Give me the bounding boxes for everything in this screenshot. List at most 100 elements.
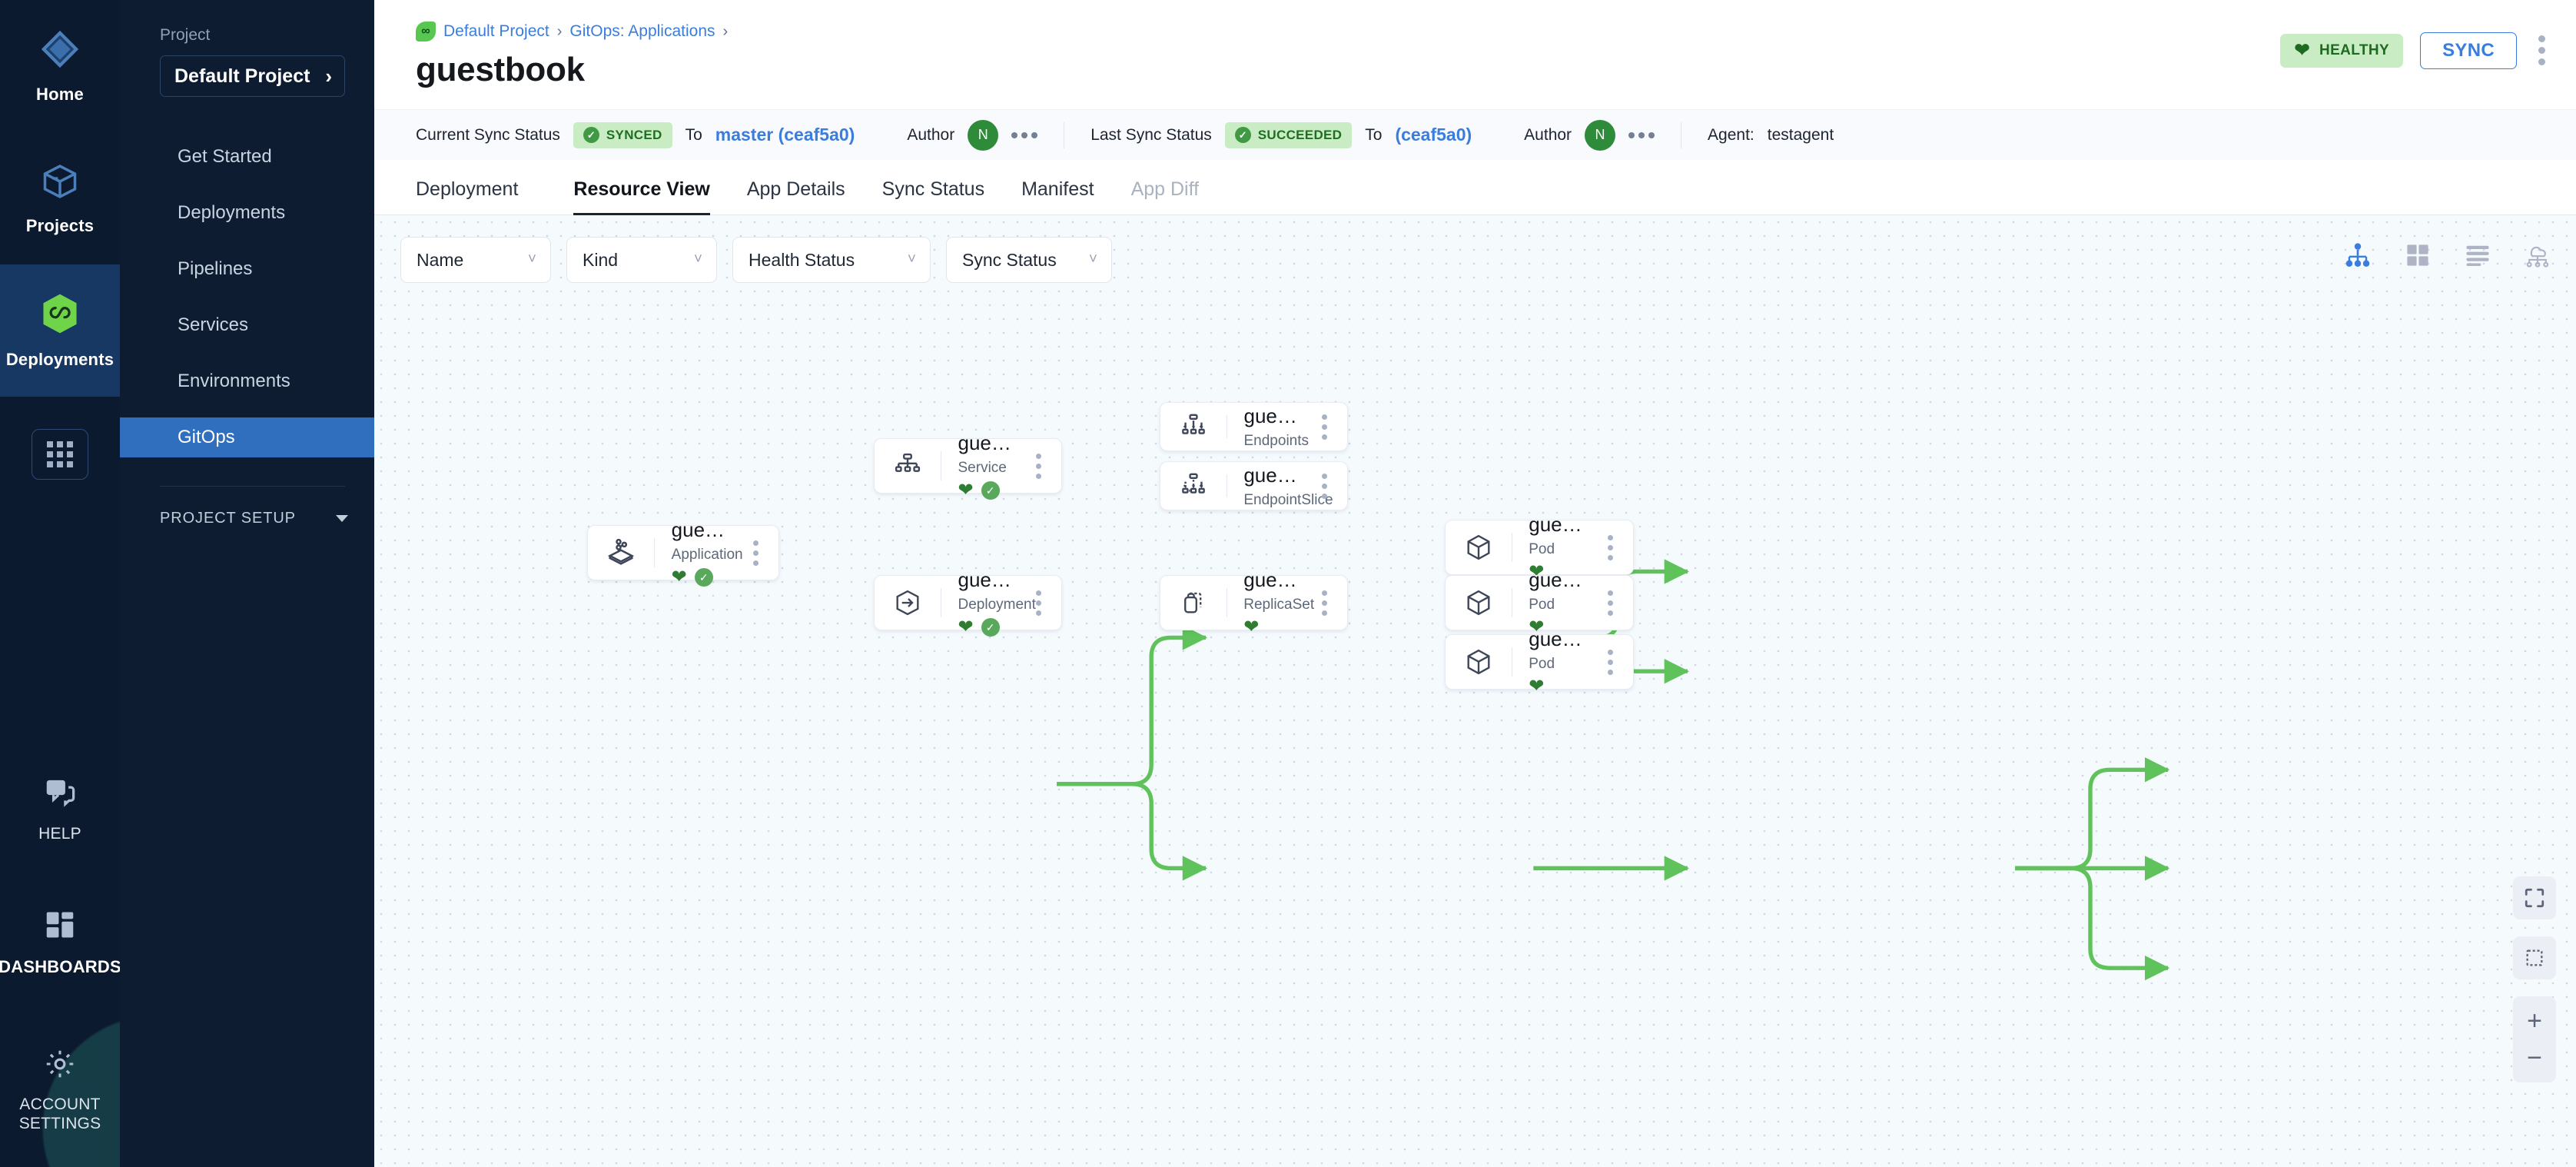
node-status-icons: ❤ (1529, 677, 1587, 697)
filter-sync-status[interactable]: Sync Status ˅ (946, 237, 1112, 283)
rail-item-deployments[interactable]: Deployments (0, 264, 120, 397)
heart-icon: ❤ (958, 618, 974, 637)
heart-icon: ❤ (1529, 677, 1544, 696)
graph-node-application[interactable]: guestbook Application ❤ ✓ (587, 525, 779, 580)
rail-label: Deployments (6, 350, 114, 370)
replicaset-icon (1160, 588, 1227, 617)
sidebar-item-get-started[interactable]: Get Started (120, 137, 374, 177)
sync-button[interactable]: SYNC (2420, 32, 2517, 69)
tab-manifest[interactable]: Manifest (1003, 178, 1112, 214)
filter-label: Sync Status (962, 250, 1057, 271)
endpoints-icon (1160, 412, 1227, 441)
rail-item-apps[interactable] (0, 397, 120, 512)
check-circle-icon: ✓ (1235, 127, 1251, 143)
zoom-out-icon[interactable]: − (2513, 1039, 2556, 1076)
fit-screen-icon[interactable] (2513, 876, 2556, 919)
select-area-icon[interactable] (2513, 936, 2556, 979)
sidebar-item-pipelines[interactable]: Pipelines (120, 249, 374, 289)
tab-resource-view[interactable]: Resource View (555, 178, 728, 214)
app-overflow-menu-icon[interactable] (2534, 31, 2550, 70)
network-topology-icon[interactable] (2522, 240, 2553, 271)
tab-label: App Diff (1131, 178, 1199, 200)
node-kind: ReplicaSet (1243, 597, 1301, 613)
graph-node-pod-3[interactable]: guestbook-ui-5b64f6959… Pod ❤ (1445, 634, 1634, 690)
node-overflow-menu-icon[interactable] (1301, 586, 1347, 620)
project-sidebar: Project Default Project › Get Started De… (120, 0, 374, 1167)
pod-icon (1446, 588, 1512, 617)
sidebar-item-deployments[interactable]: Deployments (120, 193, 374, 233)
filter-label: Kind (583, 250, 618, 271)
sync-button-label: SYNC (2442, 40, 2495, 62)
current-sync-to-label: To (685, 126, 702, 145)
node-overflow-menu-icon[interactable] (732, 536, 778, 570)
page-title: guestbook (416, 51, 585, 89)
node-body: guestbook-ui-5b64f69597 ReplicaSet ❤ (1227, 568, 1301, 637)
node-body: guestbook Application ❤ ✓ (655, 518, 732, 587)
apps-grid-icon[interactable] (32, 429, 88, 480)
grid-view-icon[interactable] (2402, 240, 2433, 271)
zoom-in-icon[interactable]: + (2513, 1002, 2556, 1039)
resource-graph-canvas[interactable]: Name ˅ Kind ˅ Health Status ˅ Sync Statu… (374, 215, 2576, 1167)
graph-node-service[interactable]: guestbook-ui Service ❤ ✓ (874, 438, 1062, 494)
node-overflow-menu-icon[interactable] (1301, 410, 1347, 444)
node-overflow-menu-icon[interactable] (1015, 449, 1061, 484)
node-name: guestbook-ui-5b64f6959… (1529, 627, 1587, 651)
node-name: guestbook-ui (1244, 404, 1302, 428)
rail-item-help[interactable]: ? HELP (0, 748, 120, 871)
last-sync-more-icon[interactable] (1628, 132, 1655, 138)
sidebar-item-label: Pipelines (178, 258, 252, 280)
tab-sync-status[interactable]: Sync Status (864, 178, 1003, 214)
rail-item-account-settings[interactable]: ACCOUNT SETTINGS (0, 1013, 120, 1167)
harness-infinity-icon (40, 292, 80, 339)
graph-node-pod-1[interactable]: guestbook-ui-5b64f6959… Pod ❤ (1445, 520, 1634, 575)
graph-node-replicaset[interactable]: guestbook-ui-5b64f69597 ReplicaSet ❤ (1160, 575, 1348, 630)
sidebar-item-environments[interactable]: Environments (120, 361, 374, 401)
rail-item-projects[interactable]: Projects (0, 132, 120, 264)
home-diamond-icon (39, 28, 81, 74)
graph-node-endpointslice[interactable]: guestbook-ui-ncpmr EndpointSlice (1160, 461, 1348, 510)
project-selector[interactable]: Default Project › (160, 55, 345, 97)
sidebar-project-setup[interactable]: PROJECT SETUP (120, 510, 374, 527)
node-overflow-menu-icon[interactable] (1301, 469, 1347, 504)
sidebar-item-services[interactable]: Services (120, 305, 374, 345)
tab-label: Resource View (573, 178, 709, 200)
filter-kind[interactable]: Kind ˅ (566, 237, 717, 283)
graph-node-deployment[interactable]: guestbook-ui Deployment ❤ ✓ (874, 575, 1062, 630)
node-kind: EndpointSlice (1243, 492, 1301, 509)
current-revision-link[interactable]: master (ceaf5a0) (715, 125, 855, 145)
canvas-zoom-controls: + − (2513, 876, 2556, 1082)
node-status-icons: ❤ ✓ (672, 567, 732, 587)
rail-item-dashboards[interactable]: DASHBOARDS (0, 871, 120, 1013)
tree-view-icon[interactable] (2342, 240, 2373, 271)
pod-icon (1446, 647, 1512, 677)
filter-health-status[interactable]: Health Status ˅ (732, 237, 931, 283)
current-sync-more-icon[interactable] (1011, 132, 1037, 138)
health-status-badge: ❤ HEALTHY (2280, 34, 2403, 68)
node-overflow-menu-icon[interactable] (1587, 530, 1633, 565)
filter-bar: Name ˅ Kind ˅ Health Status ˅ Sync Statu… (400, 237, 1112, 283)
node-overflow-menu-icon[interactable] (1015, 586, 1061, 620)
node-name: guestbook-ui-5b64f6959… (1529, 568, 1587, 592)
last-revision-link[interactable]: (ceaf5a0) (1395, 125, 1472, 145)
heart-icon: ❤ (958, 481, 974, 500)
last-author-label: Author (1524, 126, 1572, 145)
main-content: ∞ Default Project › GitOps: Applications… (374, 0, 2576, 1167)
breadcrumb-item-default-project[interactable]: Default Project (443, 22, 549, 41)
view-toggle-group (2342, 240, 2553, 271)
node-overflow-menu-icon[interactable] (1587, 645, 1633, 680)
endpointslice-icon (1160, 471, 1227, 500)
sidebar-item-gitops[interactable]: GitOps (120, 417, 374, 457)
application-icon (588, 537, 654, 568)
filter-name[interactable]: Name ˅ (400, 237, 551, 283)
tab-app-details[interactable]: App Details (729, 178, 864, 214)
node-kind: Pod (1529, 541, 1587, 558)
node-status-icons: ❤ ✓ (958, 480, 1016, 500)
tab-deployment[interactable]: Deployment (416, 178, 536, 214)
graph-node-endpoints[interactable]: guestbook-ui Endpoints (1160, 402, 1348, 451)
graph-node-pod-2[interactable]: guestbook-ui-5b64f6959… Pod ❤ (1445, 575, 1634, 630)
rail-item-home[interactable]: Home (0, 0, 120, 132)
list-view-icon[interactable] (2462, 240, 2493, 271)
node-overflow-menu-icon[interactable] (1587, 586, 1633, 620)
breadcrumb-item-gitops-applications[interactable]: GitOps: Applications (569, 22, 715, 41)
